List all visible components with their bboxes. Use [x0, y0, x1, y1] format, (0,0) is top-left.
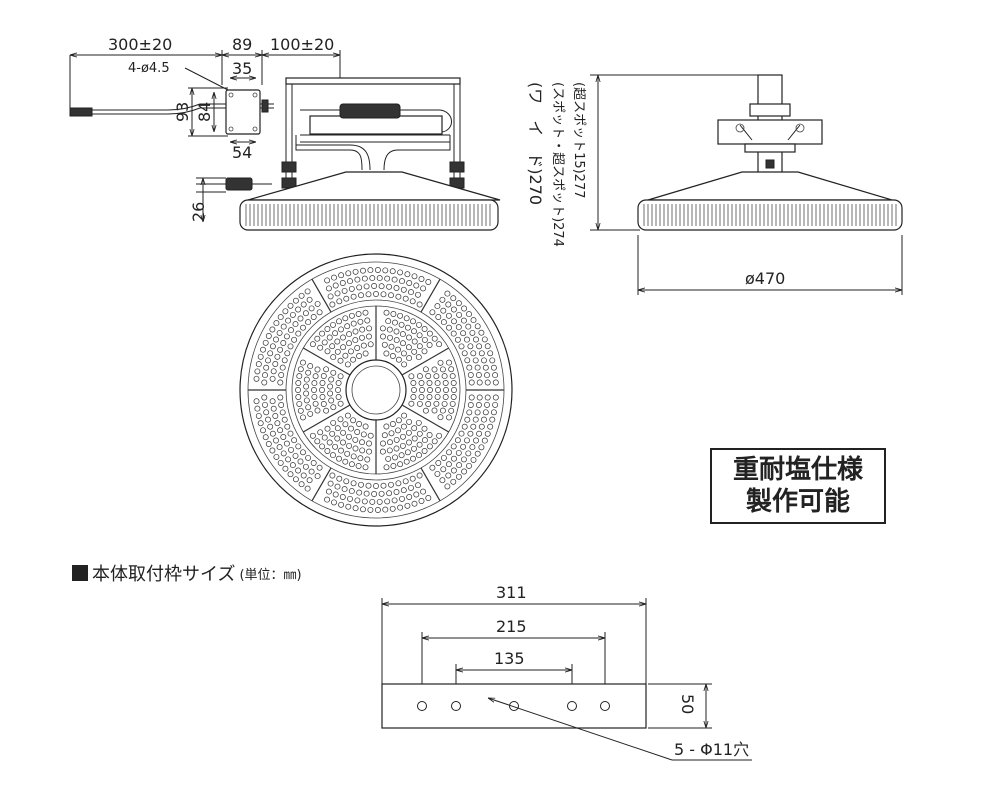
badge-line2: 製作可能	[745, 487, 850, 517]
dim-135: 135	[494, 649, 525, 668]
dim-311: 311	[496, 583, 527, 602]
led-face-view	[239, 253, 513, 527]
badge-line1: 重耐塩仕様	[732, 455, 863, 485]
dim-93: 93	[173, 102, 192, 122]
height-wide: (ワ イ ド)270	[526, 82, 545, 205]
salt-resistant-badge: 重耐塩仕様 製作可能	[710, 448, 886, 524]
dim-box-width: 89	[232, 35, 252, 54]
section-unit: (単位：㎜)	[239, 567, 302, 583]
side-view: 300±20 89 100±20 4-ø4.5 35 93 84 54	[69, 35, 501, 231]
holes-label: 5 - Φ11穴	[674, 740, 749, 759]
dim-35: 35	[232, 59, 252, 78]
dim-54: 54	[232, 143, 252, 162]
height-spot: (スポット・超スポット)274	[550, 82, 565, 247]
dim-right-length: 100±20	[270, 35, 334, 54]
section-square-icon	[72, 565, 88, 581]
dim-hole-spec: 4-ø4.5	[128, 61, 170, 76]
dim-diameter: ø470	[745, 269, 785, 288]
section-title-text: 本体取付枠サイズ	[92, 564, 236, 585]
side-view-right: (ワ イ ド)270 (スポット・超スポット)274 (超スポット15)277 …	[526, 74, 903, 295]
dim-26: 26	[189, 202, 208, 222]
dim-84: 84	[195, 102, 214, 122]
dim-cable-length: 300±20	[108, 35, 172, 54]
dim-50: 50	[678, 694, 697, 714]
bracket-section-title: 本体取付枠サイズ (単位：㎜)	[72, 560, 302, 586]
height-superspot: (超スポット15)277	[571, 82, 586, 199]
dim-215: 215	[496, 617, 527, 636]
bracket-drawing: 311 215 135 50 5 - Φ11穴	[381, 583, 752, 761]
